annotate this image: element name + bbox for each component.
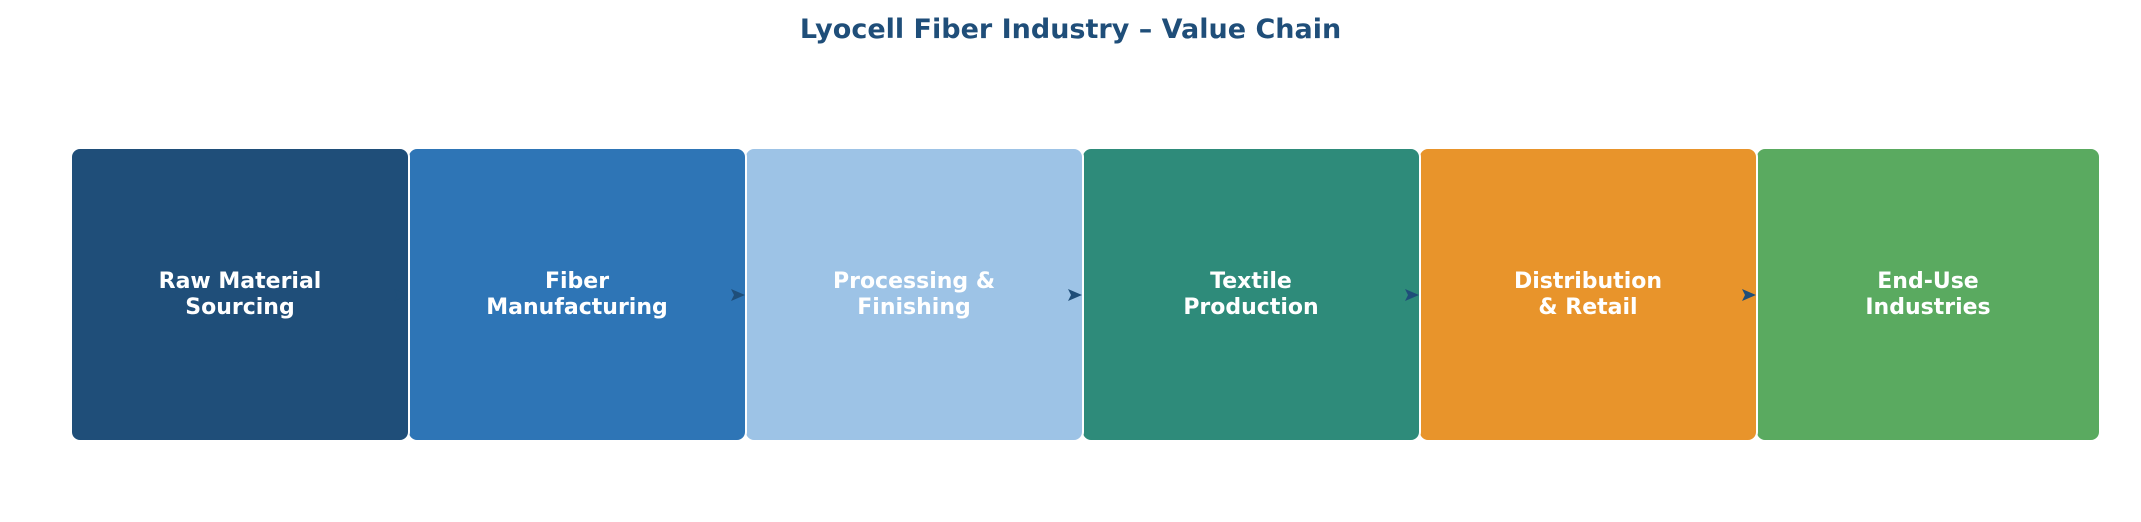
stage-raw-material-sourcing: Raw Material Sourcing (70, 147, 410, 442)
stage-distribution-retail: Distribution & Retail (1418, 147, 1758, 442)
stage-label: End-Use Industries (1865, 268, 1991, 320)
stage-processing-finishing: Processing & Finishing (744, 147, 1084, 442)
arrow-right-icon (1405, 289, 1419, 301)
stage-label: Processing & Finishing (832, 268, 996, 320)
stage-fiber-manufacturing: Fiber Manufacturing (407, 147, 747, 442)
arrow-right-icon (1068, 289, 1082, 301)
stage-label: Textile Production (1183, 268, 1319, 320)
stage-label: Distribution & Retail (1513, 268, 1663, 320)
stage-label: Fiber Manufacturing (486, 268, 668, 320)
arrow-right-icon (394, 289, 408, 301)
diagram-title: Lyocell Fiber Industry – Value Chain (799, 14, 1342, 45)
arrow-right-icon (731, 289, 745, 301)
stage-label: Raw Material Sourcing (158, 268, 322, 320)
stage-textile-production: Textile Production (1081, 147, 1421, 442)
stage-end-use-industries: End-Use Industries (1755, 147, 2101, 442)
arrow-right-icon (1742, 289, 1756, 301)
